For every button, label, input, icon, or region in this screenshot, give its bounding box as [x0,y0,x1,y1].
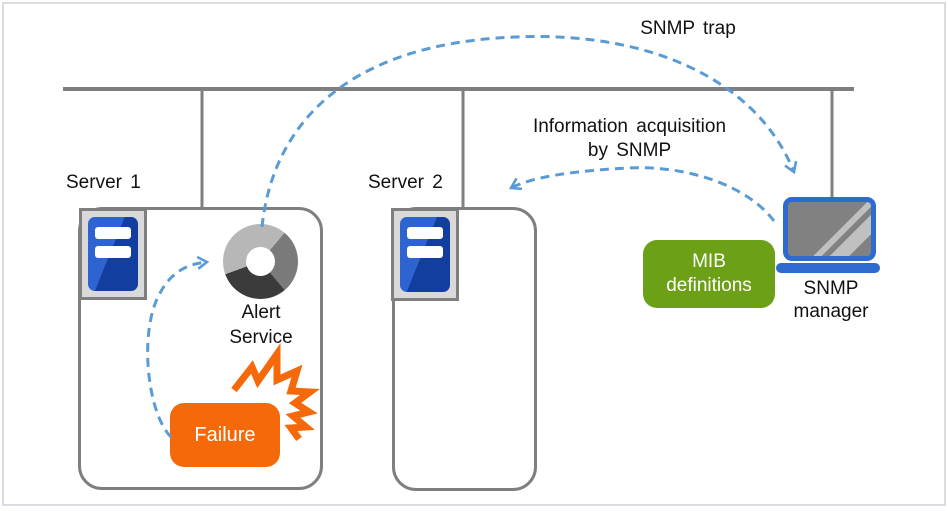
failure-box: Failure [170,403,280,467]
server1-slot-bar [95,246,131,258]
info-acquisition-label: Information acquisition by SNMP [502,115,757,163]
server2-label: Server 2 [368,172,443,193]
info-acquisition-label-line2: by SNMP [587,140,672,161]
info-acquisition-arrow [508,166,776,222]
server2-chassis [400,217,450,292]
server1-slot-bar [95,227,131,239]
server2-tower-icon [391,208,459,301]
snmp-trap-arrow [260,35,798,228]
snmp-manager-label: SNMP manager [771,277,891,323]
server2-slot-bar [407,246,443,258]
server1-chassis [88,217,138,291]
snmp-manager-label-line1: SNMP [803,278,859,299]
mib-definitions-box: MIB definitions [643,240,775,308]
laptop-base [776,263,880,273]
failure-label: Failure [194,424,256,446]
alert-service-donut-icon [223,224,298,299]
server2-slot-bar [407,227,443,239]
info-acquisition-label-line1: Information acquisition [532,116,727,137]
mib-label-line2: definitions [666,275,752,296]
server1-label: Server 1 [66,172,141,193]
alert-service-label: Alert Service [201,300,321,350]
server1-tower-icon [79,208,147,300]
alert-service-label-line1: Alert [241,302,281,323]
alert-service-label-line2: Service [229,327,293,348]
failure-to-alert-arrow [146,255,210,439]
laptop-icon [783,197,876,261]
mib-label-line1: MIB [692,251,726,272]
snmp-trap-label: SNMP trap [640,18,736,39]
failure-burst-icon [231,342,320,442]
snmp-manager-label-line2: manager [793,301,869,322]
